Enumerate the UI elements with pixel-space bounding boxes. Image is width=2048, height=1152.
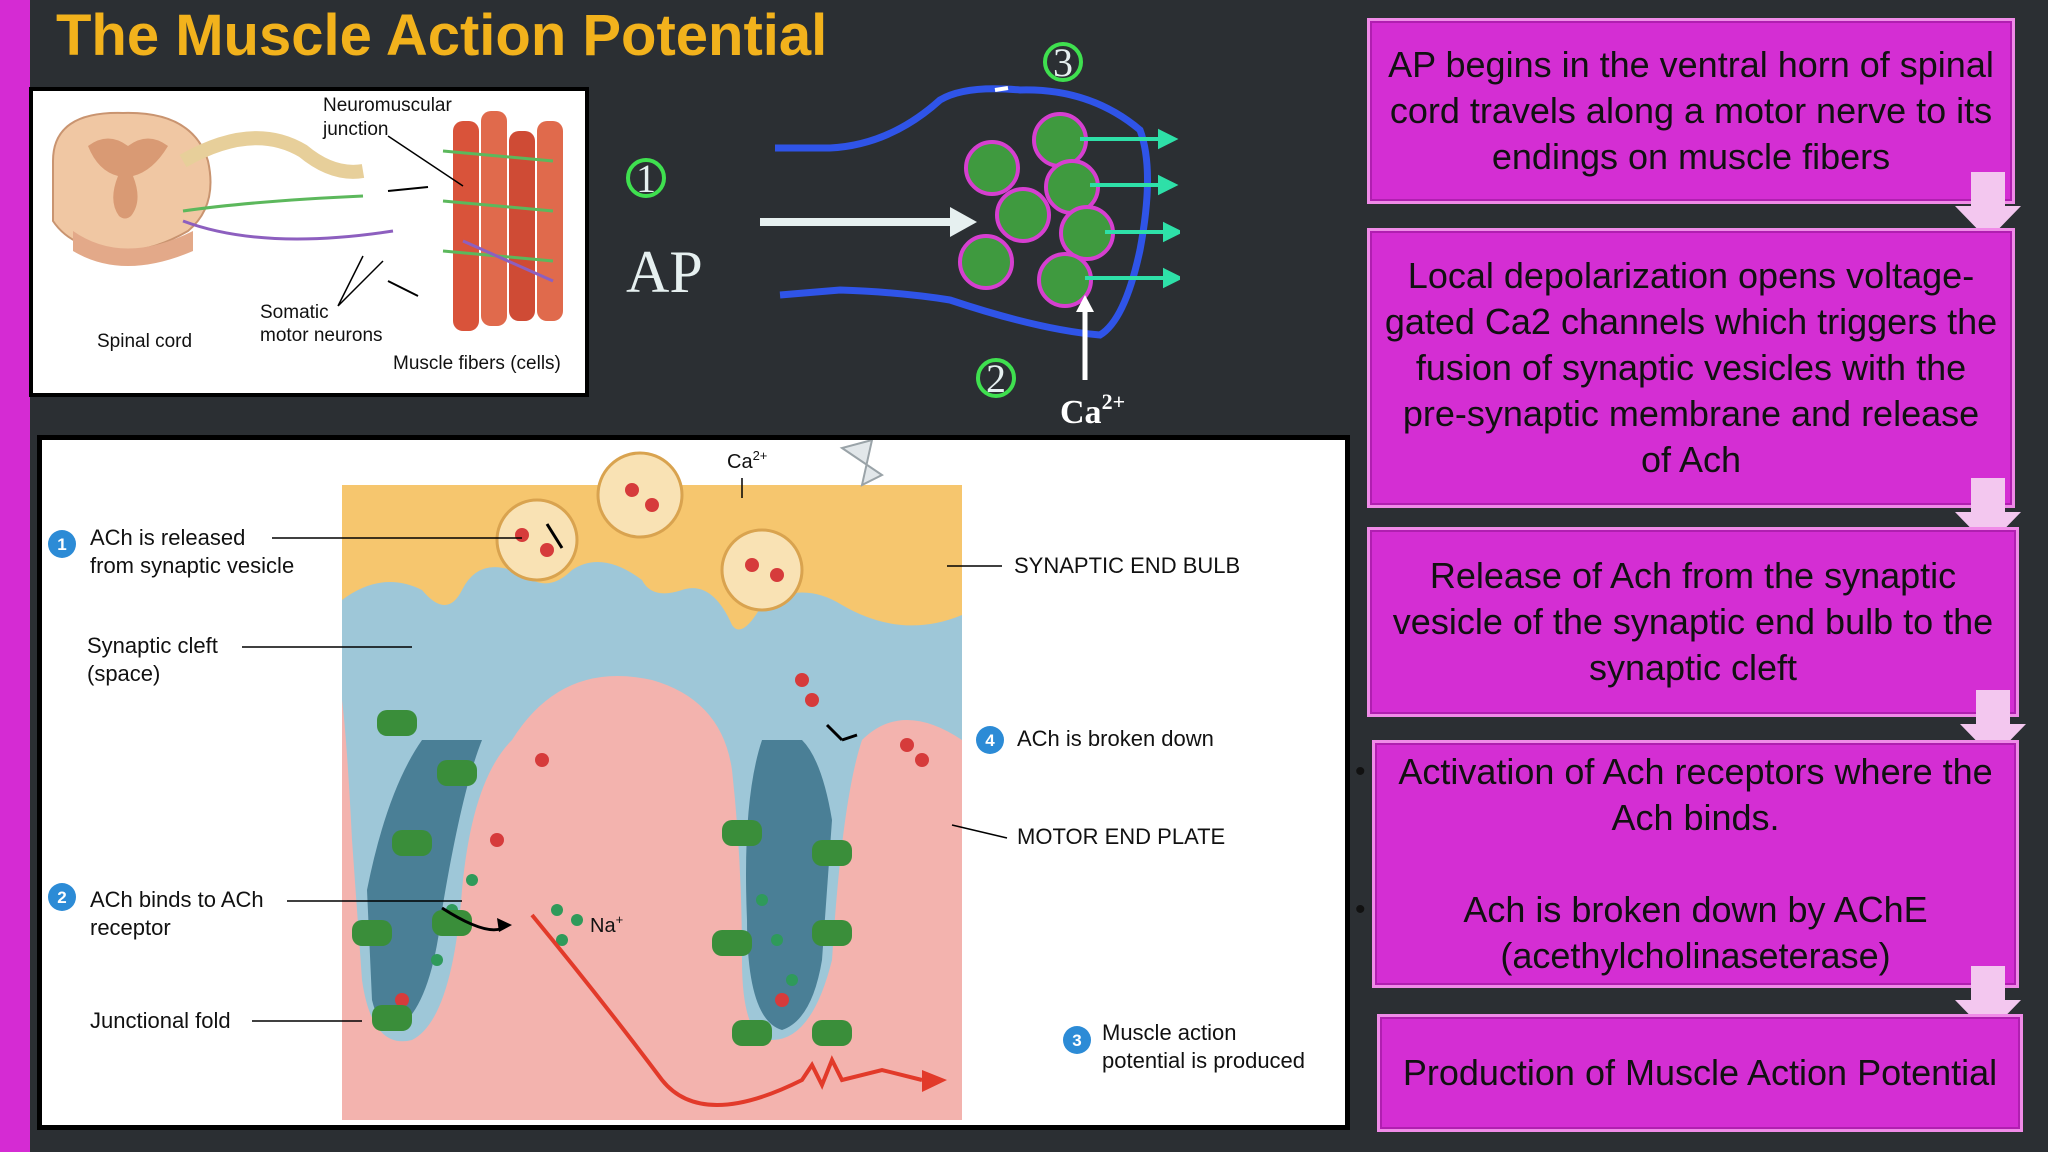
step-box-5: Production of Muscle Action Potential (1377, 1014, 2023, 1132)
ap-arrow-head-icon (950, 207, 977, 237)
ap-label: AP (626, 239, 703, 305)
anatomy-illustration: Neuromuscular junction Spinal cord Somat… (52, 95, 563, 374)
label-space: (space) (87, 661, 160, 686)
ca-arrow-head-icon (1076, 295, 1094, 312)
label-junctional-fold: Junctional fold (90, 1008, 231, 1033)
step-2-number: 2 (986, 356, 1006, 401)
step-box-3: Release of Ach from the synaptic vesicle… (1367, 527, 2019, 717)
label-receptor: receptor (90, 915, 171, 940)
step-box-4: Activation of Ach receptors where the Ac… (1355, 740, 2019, 988)
junctional-fold-1 (367, 740, 482, 1030)
step-box-5-text: Production of Muscle Action Potential (1402, 1052, 1998, 1093)
step-3-number: 3 (1053, 40, 1073, 85)
arrow-2-icon (387, 280, 419, 297)
step-1-number: 1 (636, 156, 656, 201)
left-accent-stripe (0, 0, 30, 1152)
muscle-fibers-shape (442, 111, 563, 331)
label-spinal-cord: Spinal cord (97, 331, 192, 352)
label-na-sup: + (616, 912, 624, 927)
badge-4 (976, 726, 1004, 754)
motor-neuron-purple (182, 219, 394, 241)
label-muscle-ap: Muscle action (1102, 1020, 1237, 1045)
ca-superscript: 2+ (1102, 389, 1126, 414)
label-neuromuscular: Neuromuscular (323, 95, 452, 116)
step-box-1-text: AP begins in the ventral horn of spinal … (1388, 44, 1994, 177)
label-muscle-fibers: Muscle fibers (cells) (393, 353, 561, 374)
badge-3 (1063, 1026, 1091, 1054)
ach-molecules (395, 483, 929, 1007)
vesicle-arrow (545, 523, 564, 549)
label-somatic: Somatic (260, 302, 329, 323)
neuromuscular-anatomy-figure: Neuromuscular junction Spinal cord Somat… (29, 87, 589, 397)
step-3-circle (1043, 42, 1083, 82)
badge-4-number: 4 (985, 731, 995, 750)
synaptic-vesicles (958, 112, 1115, 308)
spinal-cord-shape (52, 111, 212, 266)
label-junction: junction (322, 119, 389, 140)
badge-1 (48, 530, 76, 558)
label-ca-text: Ca (727, 451, 753, 473)
step-2-circle (976, 358, 1016, 398)
arrow-1-icon (387, 186, 429, 192)
label-synaptic-cleft: Synaptic cleft (87, 633, 218, 658)
label-from-vesicle: from synaptic vesicle (90, 553, 294, 578)
nerve-bundle (179, 131, 365, 179)
ca-label: Ca2+ (1060, 389, 1125, 431)
label-ca: Ca2+ (727, 448, 767, 473)
synaptic-end-bulb-region (342, 485, 962, 630)
label-potential-produced: potential is produced (1102, 1048, 1305, 1073)
label-motor-end-plate: MOTOR END PLATE (1017, 824, 1225, 849)
bullet-activation: Activation of Ach receptors where the Ac… (1355, 749, 2016, 841)
nerve-terminal-outline (775, 85, 1151, 339)
step-box-1: AP begins in the ventral horn of spinal … (1367, 18, 2015, 204)
step-box-2-text: Local depolarization opens voltage-gated… (1384, 255, 1998, 480)
ach-receptors (352, 710, 852, 1046)
motor-neuron-green (182, 194, 364, 213)
label-motor-neurons: motor neurons (260, 325, 383, 346)
bullet-breakdown: Ach is broken down by AChE (acethylcholi… (1355, 887, 2016, 979)
nmj-detail-illustration: 1 2 4 3 Ca2+ ACh is released from synapt… (48, 438, 1305, 1120)
leader-endplate (951, 824, 1008, 839)
step-box-3-text: Release of Ach from the synaptic vesicle… (1392, 555, 1994, 688)
label-synaptic-end-bulb: SYNAPTIC END BULB (1014, 553, 1240, 578)
label-ach-broken-down: ACh is broken down (1017, 726, 1214, 751)
pointer-arrow-icon (839, 438, 884, 487)
badge-2-number: 2 (57, 888, 66, 907)
ca-text: Ca (1060, 394, 1102, 431)
leader-nmj (387, 135, 464, 187)
step-box-2: Local depolarization opens voltage-gated… (1367, 228, 2015, 508)
label-ca-sup: 2+ (753, 448, 768, 463)
leader-somatic (337, 255, 384, 307)
step-1-circle (626, 158, 666, 198)
label-ach-released: ACh is released (90, 525, 245, 550)
vesicles-detail (495, 451, 804, 612)
label-na-text: Na (590, 915, 616, 937)
badge-1-number: 1 (57, 535, 66, 554)
ap-arrowhead-icon (922, 1070, 947, 1092)
label-ach-binds: ACh binds to ACh (90, 887, 264, 912)
step-box-4-bullets: Activation of Ach receptors where the Ac… (1355, 749, 2016, 979)
small-arrow-icon (994, 86, 1009, 92)
action-potential-path (530, 913, 923, 1107)
nmj-detail-figure: 1 2 4 3 Ca2+ ACh is released from synapt… (37, 435, 1350, 1130)
breakdown-arrows-icon (825, 723, 858, 742)
label-na: Na+ (590, 912, 623, 937)
release-arrows-icon (1080, 128, 1180, 289)
na-arrowhead-icon (497, 918, 512, 932)
badge-3-number: 3 (1072, 1031, 1081, 1050)
junctional-fold-2 (746, 740, 832, 1030)
chevron-down-icon (1955, 172, 2021, 240)
slide-title: The Muscle Action Potential (56, 3, 828, 68)
synapse-schematic: 1 AP 3 2 Ca2+ (626, 40, 1180, 431)
badge-2 (48, 883, 76, 911)
